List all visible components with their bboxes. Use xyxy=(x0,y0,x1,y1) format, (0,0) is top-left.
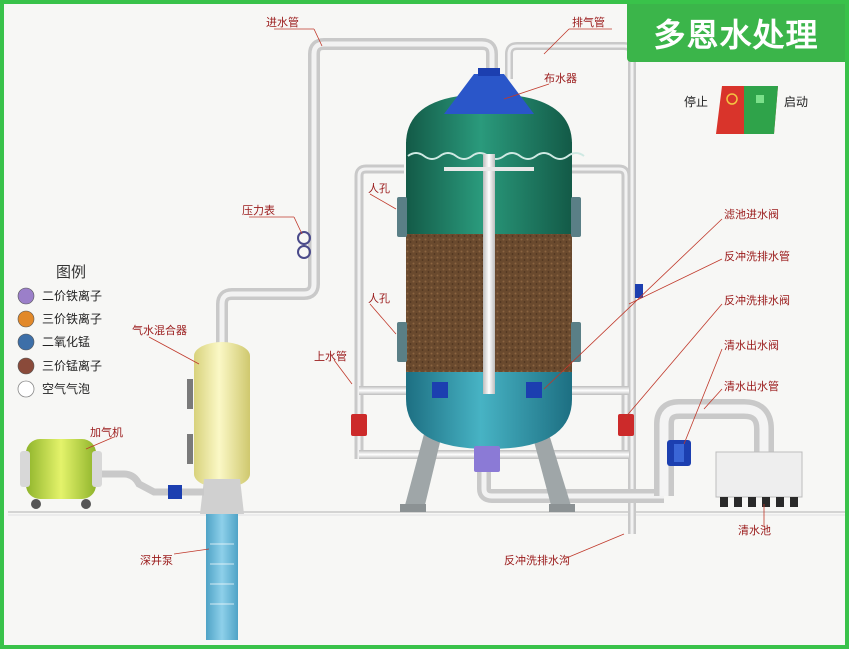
label-backwash-ditch: 反冲洗排水沟 xyxy=(504,553,570,567)
label-clean-water-valve: 清水出水阀 xyxy=(724,338,779,352)
legend-label-fe2: 二价铁离子 xyxy=(42,288,102,303)
filter-inlet-valve-icon xyxy=(432,382,448,398)
bottom-outlet-valve-icon xyxy=(474,446,500,472)
legend-icon-mn3 xyxy=(17,357,35,375)
mixer-base xyxy=(200,479,244,514)
label-backwash-drain-valve: 反冲洗排水阀 xyxy=(724,293,790,307)
legend-icon-fe2 xyxy=(17,287,35,305)
gas-water-mixer xyxy=(187,342,250,488)
label-mixer: 气水混合器 xyxy=(132,323,187,337)
filter-system-diagram: 图例 二价铁离子 三价铁离子 二氧化锰 三价锰离子 空气气泡 停止 启动 xyxy=(8,15,845,640)
upflow-valve-icon xyxy=(351,414,367,436)
legend-icon-air xyxy=(17,380,35,398)
filter-tank xyxy=(397,94,585,472)
drain-valve-icon xyxy=(618,414,634,436)
start-button[interactable] xyxy=(744,86,778,134)
label-clean-water-tank: 清水池 xyxy=(738,524,771,537)
tank-leg-left xyxy=(404,434,442,509)
manhole-top-icon xyxy=(397,197,407,237)
label-clean-water-pipe: 清水出水管 xyxy=(724,379,779,393)
tank-top-dome xyxy=(406,94,572,144)
legend-label-mn3: 三价锰离子 xyxy=(42,358,102,373)
stop-label: 停止 xyxy=(684,94,708,109)
label-backwash-drain-pipe: 反冲洗排水管 xyxy=(724,249,790,263)
clean-water-tank xyxy=(715,451,803,498)
exhaust-valve-icon xyxy=(635,284,643,298)
stop-indicator-icon xyxy=(726,93,738,105)
legend-icon-fe3 xyxy=(17,310,35,328)
manhole-bottom-icon xyxy=(397,322,407,362)
legend-label-air: 空气气泡 xyxy=(42,381,90,396)
start-label: 启动 xyxy=(784,95,808,109)
label-manhole-top: 人孔 xyxy=(368,182,390,195)
brand-banner: 多恩水处理 xyxy=(627,4,845,62)
tank-leg-right xyxy=(532,434,572,509)
legend-label-fe3: 三价铁离子 xyxy=(42,311,102,326)
label-deep-well-pump: 深井泵 xyxy=(140,553,173,567)
label-water-distributor: 布水器 xyxy=(544,72,577,85)
label-pressure-gauge: 压力表 xyxy=(242,203,275,217)
start-indicator-icon xyxy=(756,95,764,103)
air-valve-icon xyxy=(168,485,182,499)
legend-icons xyxy=(17,287,35,398)
label-exhaust-pipe: 排气管 xyxy=(572,15,605,29)
central-pipe xyxy=(483,154,495,394)
backwash-outlet-pipe xyxy=(477,469,664,503)
air-compressor xyxy=(20,439,102,509)
label-inlet-pipe: 进水管 xyxy=(266,15,299,29)
water-distributor-icon xyxy=(444,74,534,114)
label-air-compressor: 加气机 xyxy=(90,425,123,439)
label-upflow-pipe: 上水管 xyxy=(314,349,347,363)
label-filter-inlet-valve: 滤池进水阀 xyxy=(724,207,779,221)
pressure-gauge-icon xyxy=(297,231,311,245)
label-manhole-bottom: 人孔 xyxy=(368,292,390,305)
backwash-drain-valve-icon xyxy=(526,382,542,398)
control-panel xyxy=(716,86,778,134)
legend-label-mno2: 二氧化锰 xyxy=(42,334,90,349)
legend-title: 图例 xyxy=(56,263,86,281)
deep-well-pump xyxy=(206,514,238,640)
air-pipe xyxy=(74,470,204,496)
legend-icon-mno2 xyxy=(17,333,35,351)
